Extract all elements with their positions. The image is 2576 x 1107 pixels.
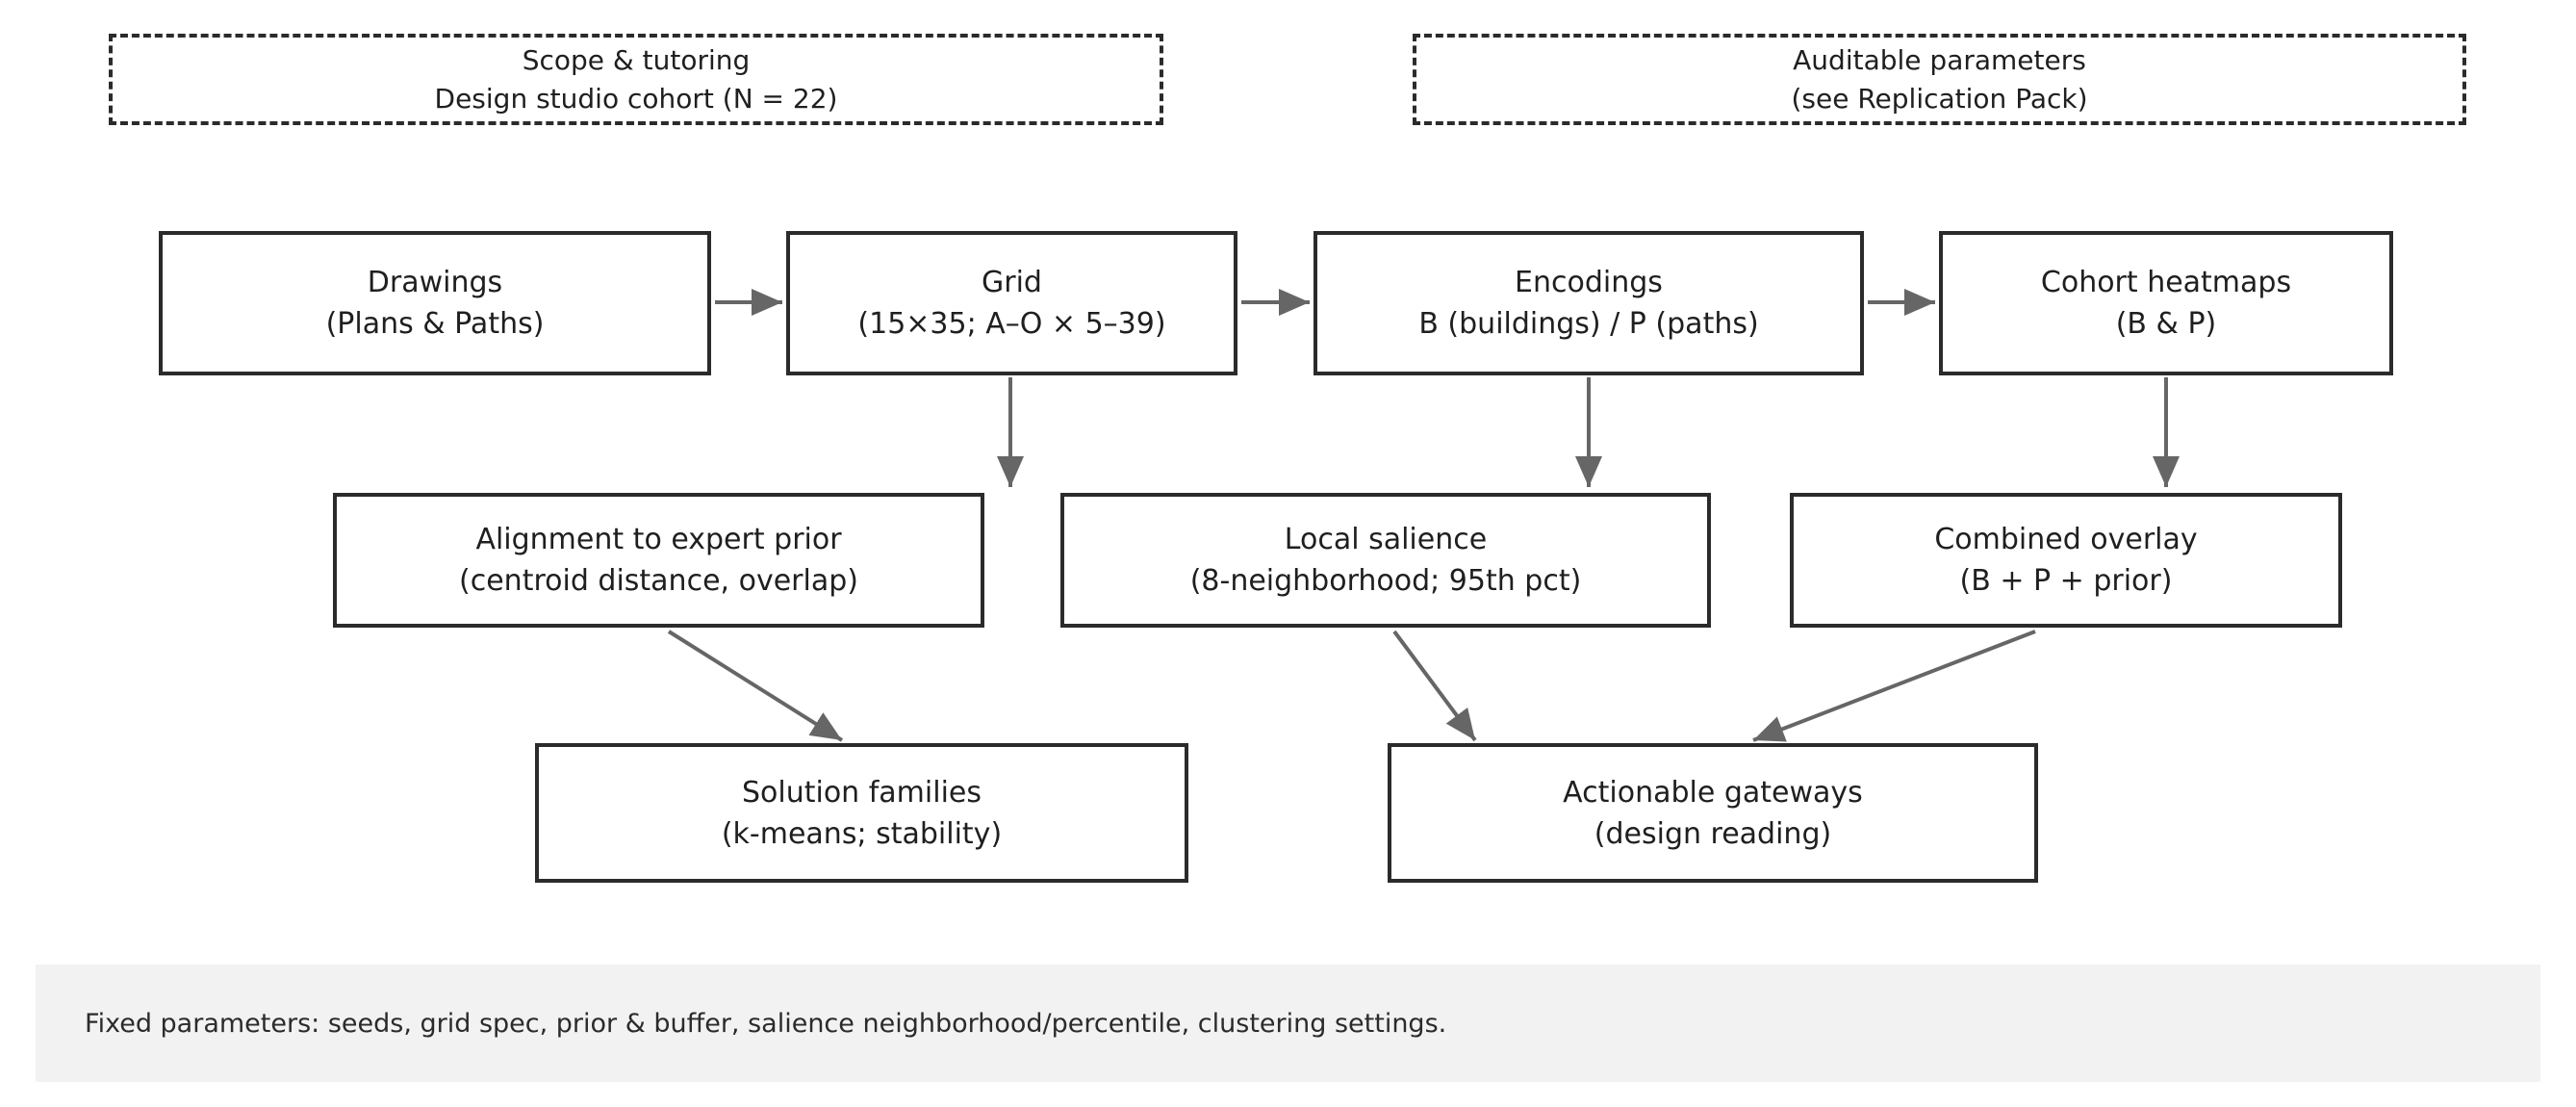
arrow-combined-overlay-to-actionable-gateways (1752, 630, 2036, 742)
node-drawings: Drawings (Plans & Paths) (159, 231, 711, 375)
node-encodings-title: Encodings (1515, 266, 1663, 299)
note-scope-line1: Scope & tutoring (522, 43, 751, 76)
footer-fixed-parameters-text: Fixed parameters: seeds, grid spec, prio… (85, 1008, 1447, 1039)
node-actionable-gateways: Actionable gateways (design reading) (1388, 743, 2038, 883)
note-scope-line2: Design studio cohort (N = 22) (434, 82, 838, 115)
arrow-local-salience-to-actionable-gateways (1392, 630, 1477, 742)
node-alignment-expert-prior: Alignment to expert prior (centroid dist… (333, 493, 984, 628)
node-combined-overlay: Combined overlay (B + P + prior) (1790, 493, 2342, 628)
node-local-salience: Local salience (8-neighborhood; 95th pct… (1060, 493, 1711, 628)
note-scope-tutoring: Scope & tutoring Design studio cohort (N… (109, 34, 1163, 125)
node-drawings-subtitle: (Plans & Paths) (325, 307, 545, 341)
node-combined-overlay-title: Combined overlay (1934, 523, 2198, 556)
note-auditable-parameters: Auditable parameters (see Replication Pa… (1413, 34, 2466, 125)
arrow-alignment-to-solution-families (667, 630, 844, 742)
node-cohort-heatmaps-subtitle: (B & P) (2115, 307, 2217, 341)
node-solution-families-title: Solution families (741, 775, 982, 810)
node-encodings-subtitle: B (buildings) / P (paths) (1418, 307, 1759, 341)
node-grid-subtitle: (15×35; A–O × 5–39) (857, 307, 1166, 341)
node-grid: Grid (15×35; A–O × 5–39) (786, 231, 1237, 375)
node-solution-families-subtitle: (k-means; stability) (721, 816, 1003, 851)
node-local-salience-title: Local salience (1284, 523, 1488, 556)
node-cohort-heatmaps: Cohort heatmaps (B & P) (1939, 231, 2393, 375)
node-encodings: Encodings B (buildings) / P (paths) (1314, 231, 1864, 375)
node-drawings-title: Drawings (367, 266, 503, 299)
note-auditable-line1: Auditable parameters (1793, 43, 2086, 76)
node-actionable-gateways-title: Actionable gateways (1563, 775, 1863, 810)
node-combined-overlay-subtitle: (B + P + prior) (1959, 564, 2173, 598)
node-solution-families: Solution families (k-means; stability) (535, 743, 1188, 883)
node-local-salience-subtitle: (8-neighborhood; 95th pct) (1189, 564, 1582, 598)
node-alignment-title: Alignment to expert prior (475, 523, 842, 556)
node-actionable-gateways-subtitle: (design reading) (1594, 816, 1832, 851)
footer-bar: Fixed parameters: seeds, grid spec, prio… (36, 965, 2540, 1082)
node-alignment-subtitle: (centroid distance, overlap) (459, 564, 858, 598)
node-cohort-heatmaps-title: Cohort heatmaps (2040, 266, 2292, 299)
node-grid-title: Grid (982, 266, 1042, 299)
note-auditable-line2: (see Replication Pack) (1791, 82, 2088, 115)
